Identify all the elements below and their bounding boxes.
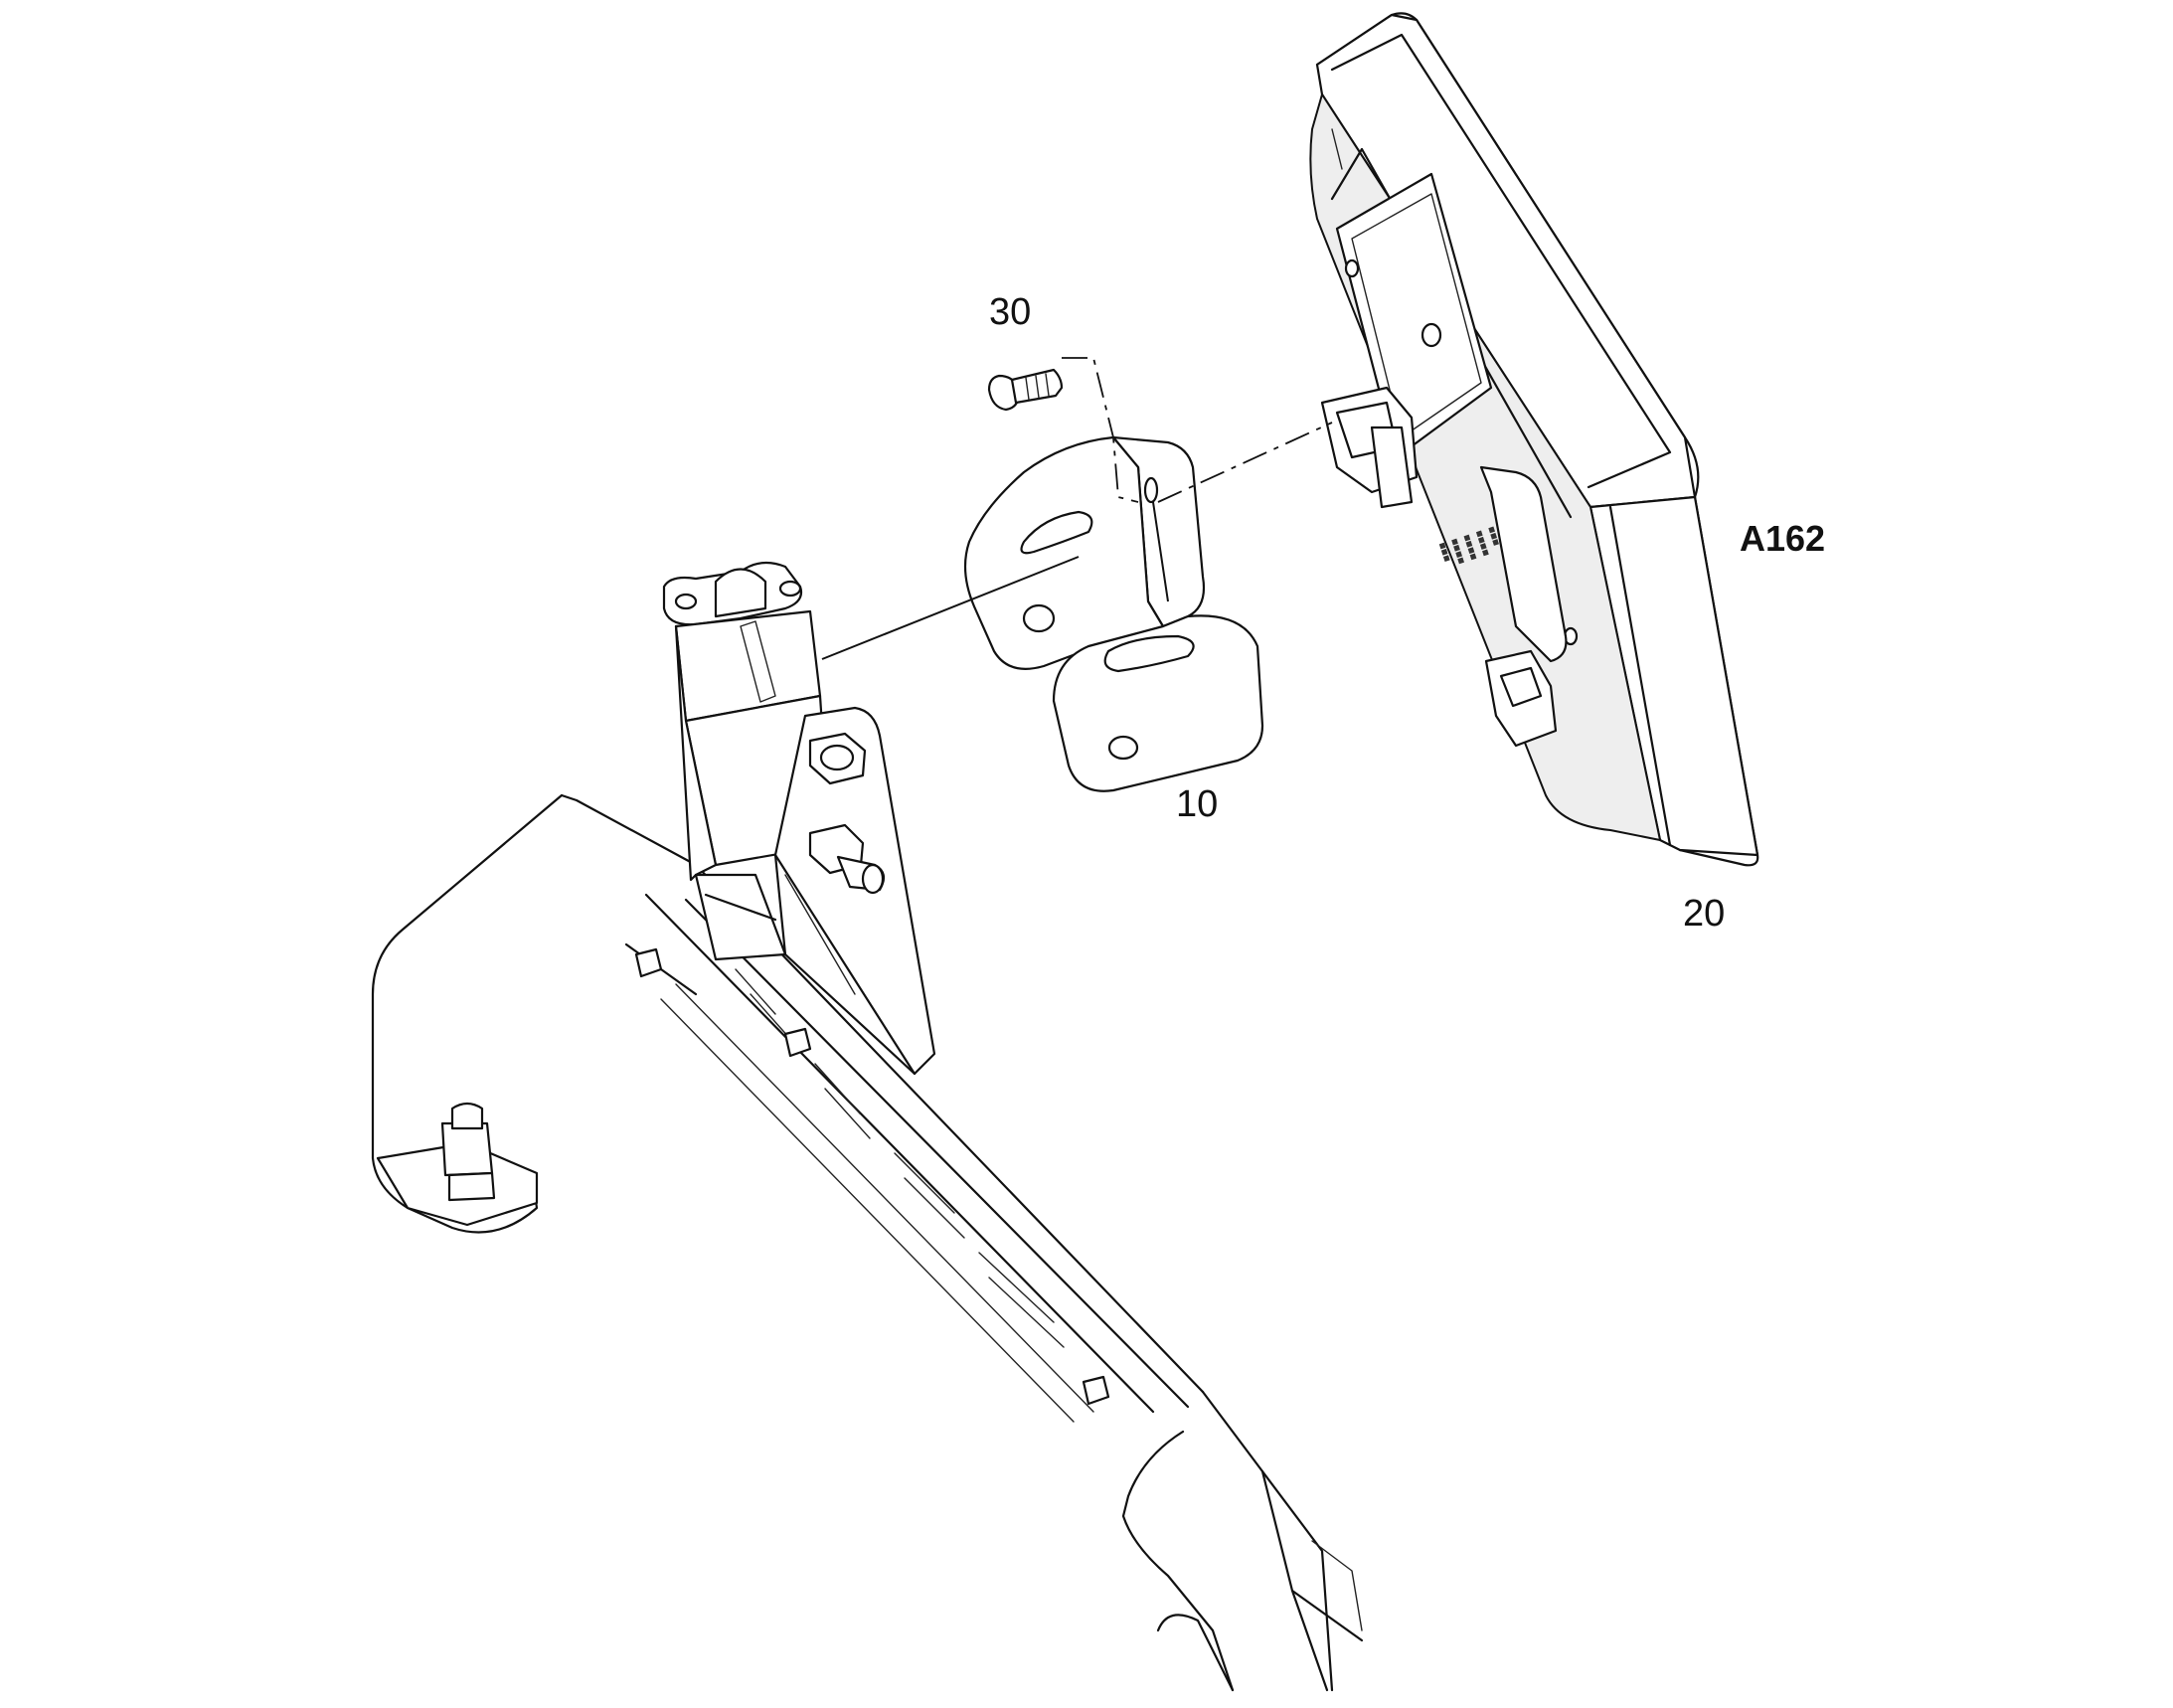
display-knob [1484,649,1558,748]
u-bracket [963,435,1264,792]
callout-screw: 30 [989,291,1032,333]
callout-display: 20 [1683,893,1726,935]
callout-bracket: 10 [1176,783,1219,825]
display-monitor [1309,12,1759,867]
callout-assembly: A162 [1740,518,1826,559]
stud-bolt [440,1102,496,1202]
hex-bolt-upper [808,732,867,785]
display-connector [1320,386,1419,509]
assembly-lines [821,357,1333,660]
mounting-rail [371,793,1364,1692]
vertical-post [662,561,936,1076]
screw [987,368,1064,412]
hex-bolt-lower [808,823,886,895]
